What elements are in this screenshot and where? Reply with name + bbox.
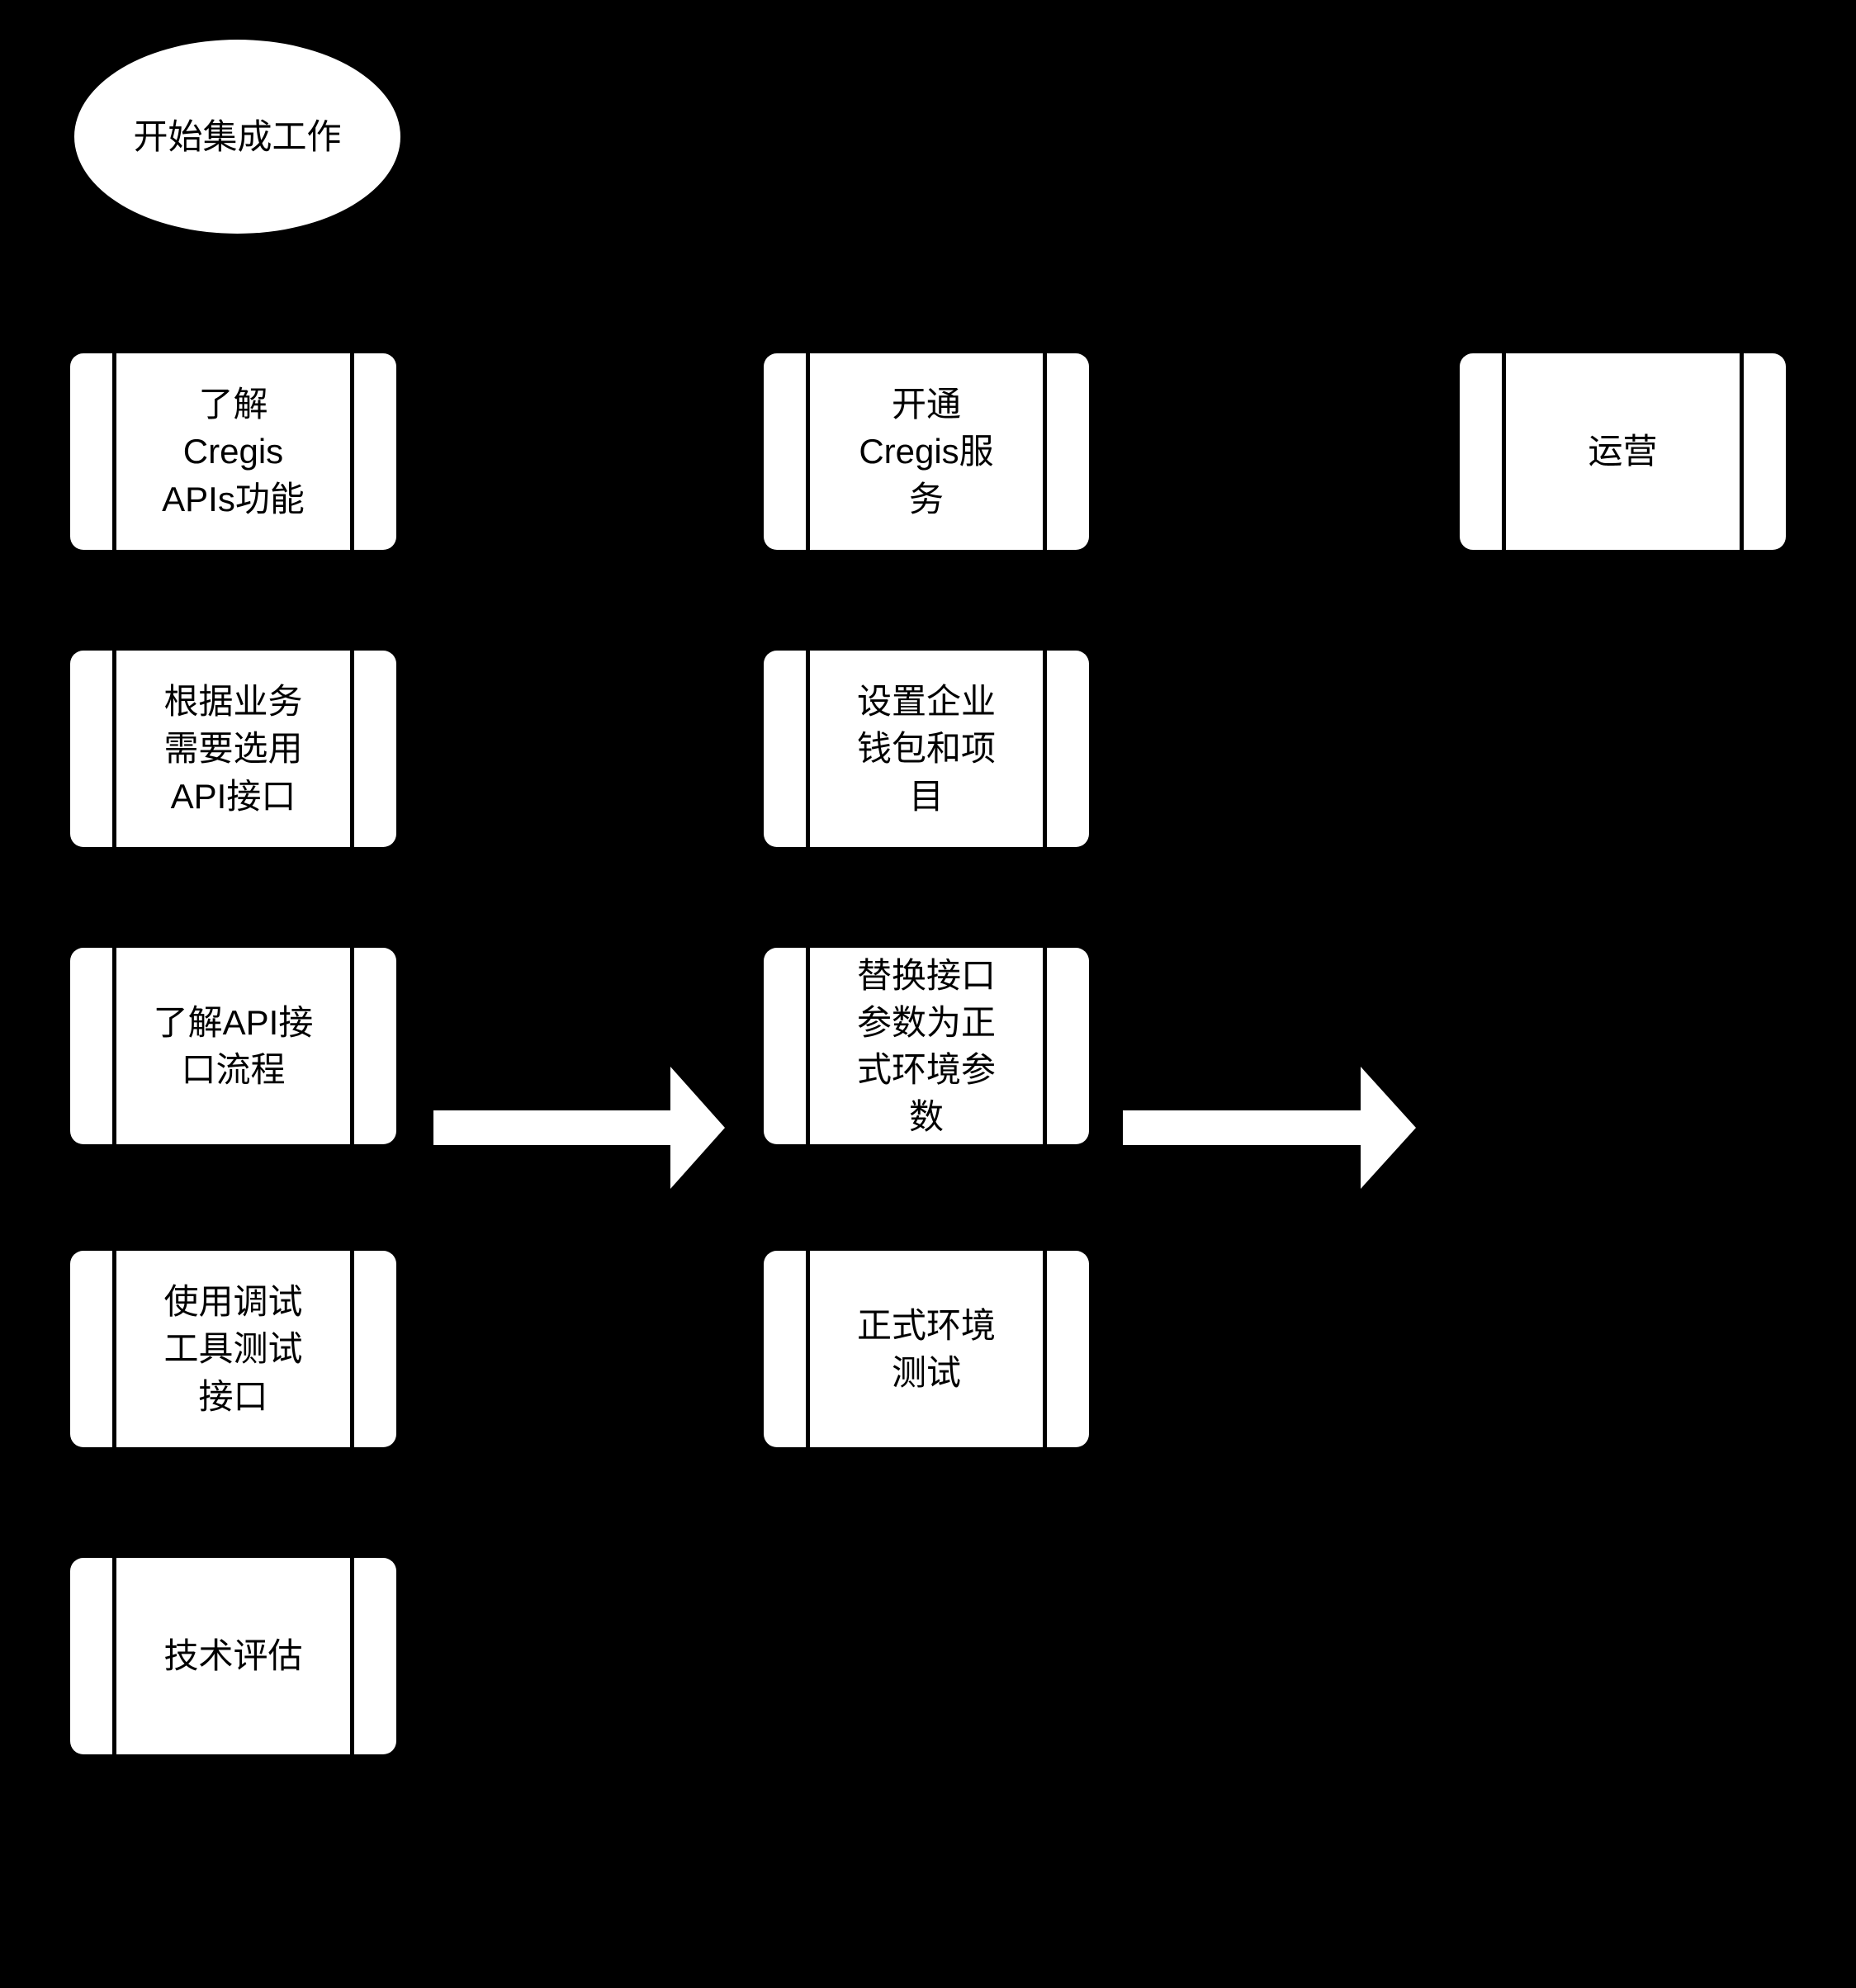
node-label: 运营	[1588, 432, 1658, 471]
start-node-label: 开始集成工作	[133, 116, 342, 156]
arrow-phase1-to-phase2-icon	[433, 1067, 727, 1189]
node-label: 使用调试 工具测试 接口	[163, 1282, 303, 1416]
node-select-api-by-business: 根据业务 需要选用 API接口	[70, 651, 396, 847]
node-setup-wallet-project: 设置企业 钱包和项 目	[764, 651, 1089, 847]
start-node: 开始集成工作	[74, 40, 400, 234]
node-debug-tool-test: 使用调试 工具测试 接口	[70, 1251, 396, 1447]
node-production-test: 正式环境 测试	[764, 1251, 1089, 1447]
node-label: 根据业务 需要选用 API接口	[163, 682, 303, 816]
node-label: 正式环境 测试	[856, 1305, 996, 1392]
node-label: 开通 Cregis服 务	[859, 385, 994, 518]
node-tech-evaluation: 技术评估	[70, 1558, 396, 1754]
node-operation: 运营	[1460, 353, 1786, 550]
node-label: 了解 Cregis APIs功能	[162, 385, 305, 518]
node-label: 了解API接 口流程	[153, 1002, 314, 1089]
node-learn-api-flow: 了解API接 口流程	[70, 948, 396, 1144]
node-label: 设置企业 钱包和项 目	[856, 682, 996, 816]
node-learn-cregis-apis: 了解 Cregis APIs功能	[70, 353, 396, 550]
node-label: 替换接口 参数为正 式环境参 数	[856, 955, 996, 1137]
node-label: 技术评估	[163, 1636, 303, 1676]
arrow-phase2-to-phase3-icon	[1123, 1067, 1417, 1189]
node-replace-params-production: 替换接口 参数为正 式环境参 数	[764, 948, 1089, 1144]
node-activate-cregis-service: 开通 Cregis服 务	[764, 353, 1089, 550]
